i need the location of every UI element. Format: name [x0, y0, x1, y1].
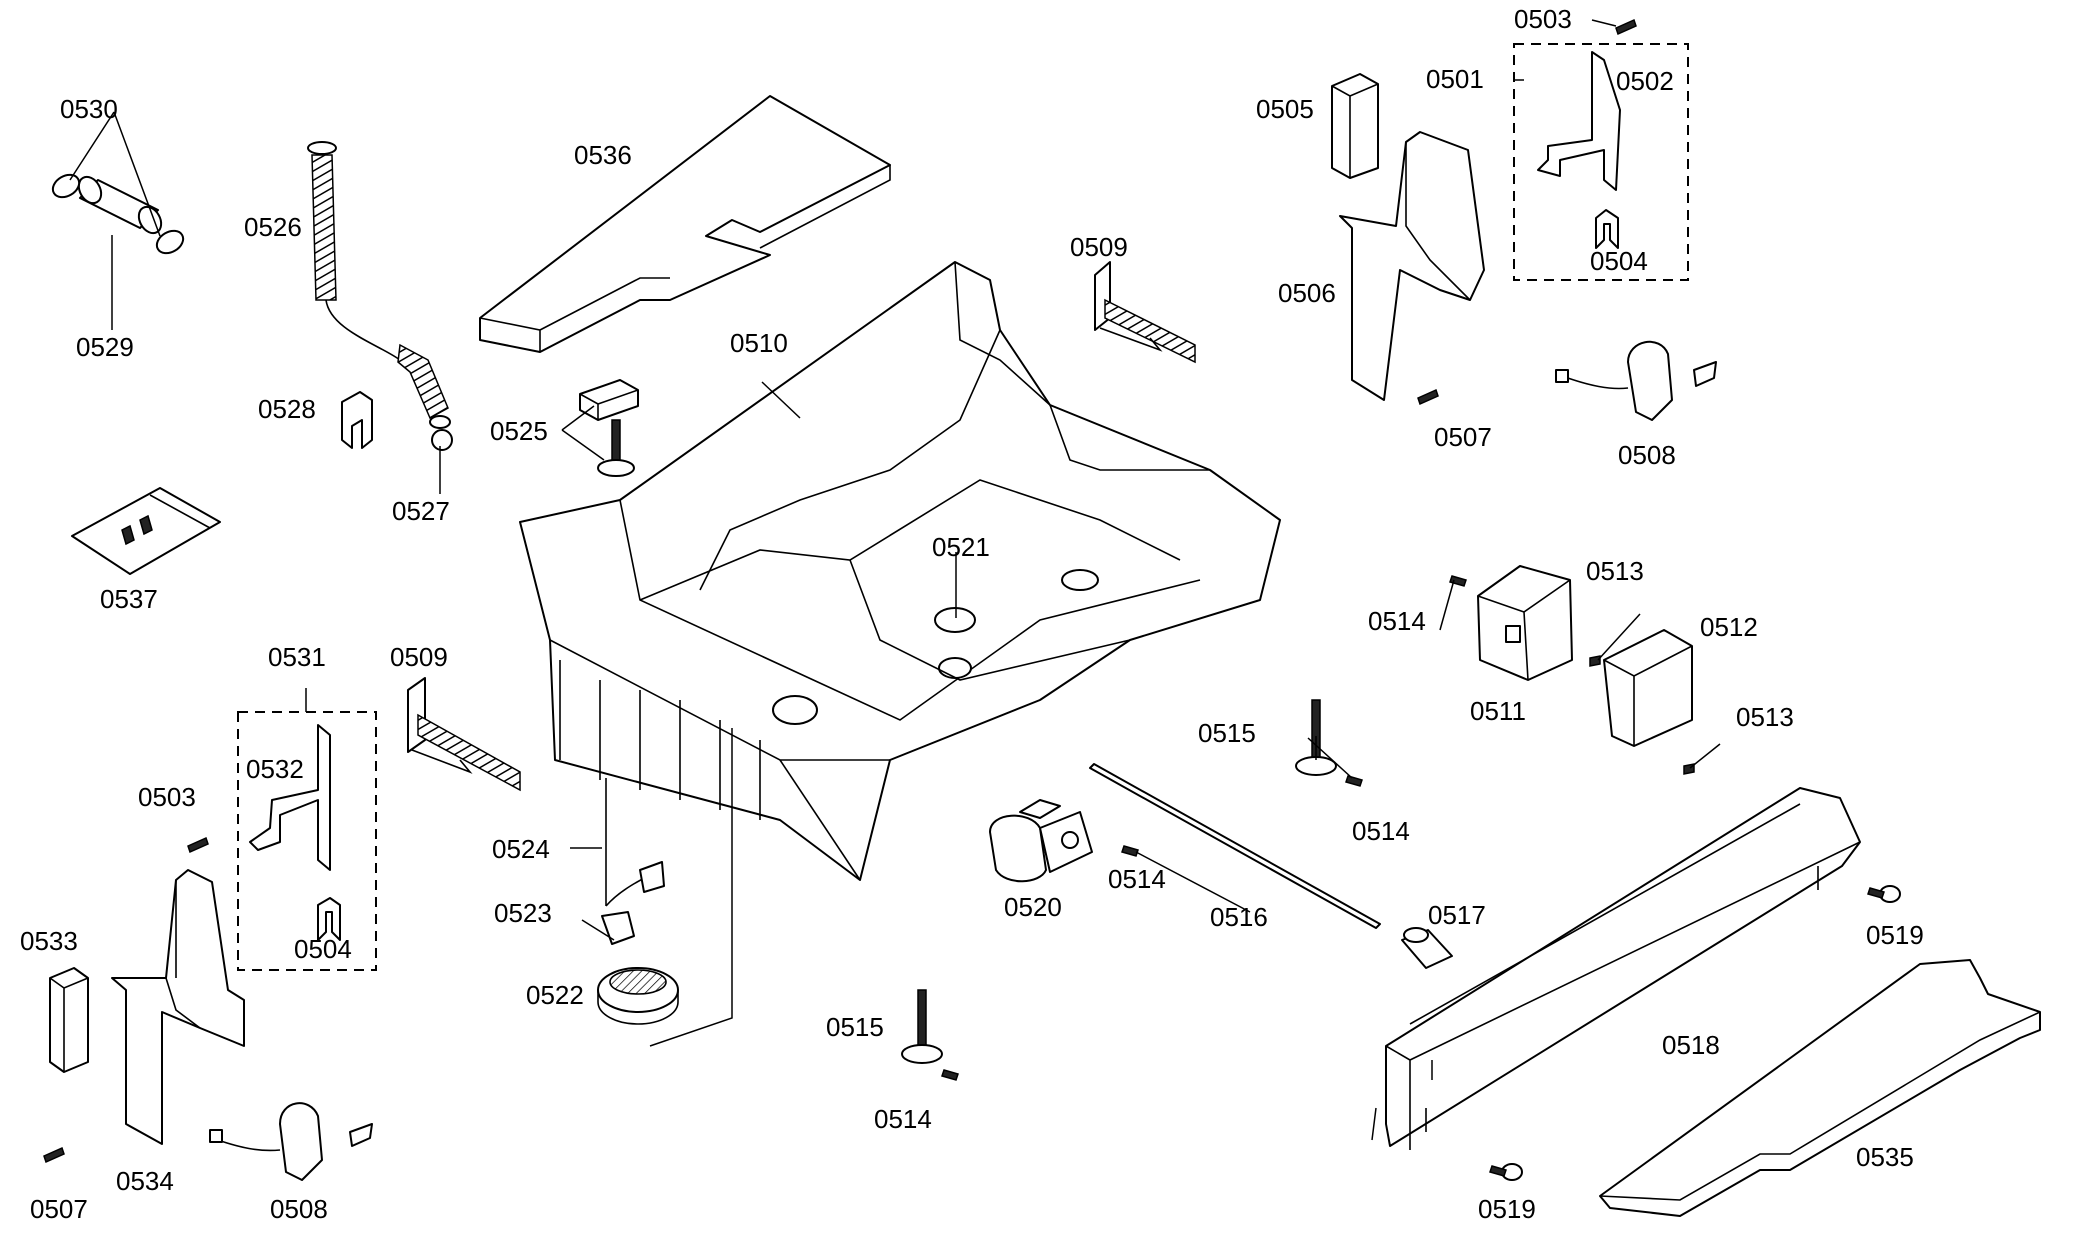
label-0528: 0528 [258, 394, 316, 424]
label-0514-b: 0514 [1352, 816, 1410, 846]
label-0518: 0518 [1662, 1030, 1720, 1060]
label-0519-right: 0519 [1866, 920, 1924, 950]
label-0529: 0529 [76, 332, 134, 362]
part-0514-screws [941, 575, 1467, 1081]
part-0520-inlet-valve [989, 799, 1093, 883]
part-0501-bracket-group-right [1513, 43, 1689, 281]
part-0515-leveling-foot-left [901, 989, 943, 1064]
label-0519-left: 0519 [1478, 1194, 1536, 1224]
label-0514-d: 0514 [874, 1104, 932, 1134]
label-0505: 0505 [1256, 94, 1314, 124]
label-0515-right: 0515 [1198, 718, 1256, 748]
label-0525: 0525 [490, 416, 548, 446]
label-0513-right: 0513 [1736, 702, 1794, 732]
part-0523-float-arm [601, 911, 635, 945]
label-0504-top: 0504 [1590, 246, 1648, 276]
part-0533-side-cover [49, 967, 89, 1073]
part-0519-screws [1489, 885, 1901, 1181]
label-0531: 0531 [268, 642, 326, 672]
label-0506: 0506 [1278, 278, 1336, 308]
part-0517-connector [1401, 927, 1453, 969]
part-0508-sensor-left [209, 1102, 373, 1181]
label-0509-top: 0509 [1070, 232, 1128, 262]
part-0516-rod [1089, 763, 1381, 929]
part-0509-spring-bracket-left [407, 677, 521, 792]
label-0508-left: 0508 [270, 1194, 328, 1224]
label-0504-left: 0504 [294, 934, 352, 964]
part-0536-cover-plate [479, 95, 891, 353]
label-0512: 0512 [1700, 612, 1758, 642]
label-0526: 0526 [244, 212, 302, 242]
part-0507-screws [43, 388, 1439, 1164]
label-0527: 0527 [392, 496, 450, 526]
label-0533: 0533 [20, 926, 78, 956]
label-0534: 0534 [116, 1166, 174, 1196]
part-0534-mount-bracket [111, 869, 245, 1145]
label-0509-left: 0509 [390, 642, 448, 672]
label-0511: 0511 [1470, 696, 1526, 726]
label-0515-left: 0515 [826, 1012, 884, 1042]
label-0517: 0517 [1428, 900, 1486, 930]
label-0535: 0535 [1856, 1142, 1914, 1172]
label-0513-top: 0513 [1586, 556, 1644, 586]
label-0516: 0516 [1210, 902, 1268, 932]
part-0529-sleeve [77, 175, 163, 235]
label-0520: 0520 [1004, 892, 1062, 922]
part-0506-mount-bracket [1339, 131, 1485, 401]
label-0524: 0524 [492, 834, 550, 864]
label-0510: 0510 [730, 328, 788, 358]
part-0505-side-cover [1331, 73, 1379, 179]
part-0537-screw-bag [71, 487, 221, 575]
part-0512-module-cover [1603, 629, 1693, 747]
label-0502: 0502 [1616, 66, 1674, 96]
part-0522-float [597, 967, 679, 1025]
label-0530: 0530 [60, 94, 118, 124]
label-0514-c: 0514 [1108, 864, 1166, 894]
label-0537: 0537 [100, 584, 158, 614]
label-0514-a: 0514 [1368, 606, 1426, 636]
part-0509-spring-bracket-right [1094, 261, 1196, 364]
part-0535-strip [1599, 959, 2041, 1217]
label-0501: 0501 [1426, 64, 1484, 94]
part-0510-base-tub [519, 261, 1281, 881]
label-0503-left: 0503 [138, 782, 196, 812]
part-0524-wire-harness [605, 778, 665, 907]
label-0532: 0532 [246, 754, 304, 784]
part-0530-hose-clamps [51, 173, 185, 255]
leader-lines [69, 19, 1721, 1141]
label-0522: 0522 [526, 980, 584, 1010]
label-0507-top: 0507 [1434, 422, 1492, 452]
part-0503-screws [187, 18, 1637, 854]
part-0508-sensor-right [1555, 340, 1717, 421]
part-0531-bracket-group-left [237, 711, 377, 971]
part-0518-toe-kick-panel [1385, 787, 1861, 1150]
part-0526-drain-hose [307, 141, 453, 451]
part-0528-hose-clip [341, 391, 373, 449]
part-0525-block-and-screw [579, 379, 639, 477]
label-0523: 0523 [494, 898, 552, 928]
label-0508-top: 0508 [1618, 440, 1676, 470]
part-labels: 0503 0501 0502 0505 0530 0536 0526 0509 … [20, 4, 1924, 1224]
part-0511-electronic-module [1477, 565, 1573, 681]
label-0507-left: 0507 [30, 1194, 88, 1224]
label-0521: 0521 [932, 532, 990, 562]
label-0503: 0503 [1514, 4, 1572, 34]
label-0536: 0536 [574, 140, 632, 170]
